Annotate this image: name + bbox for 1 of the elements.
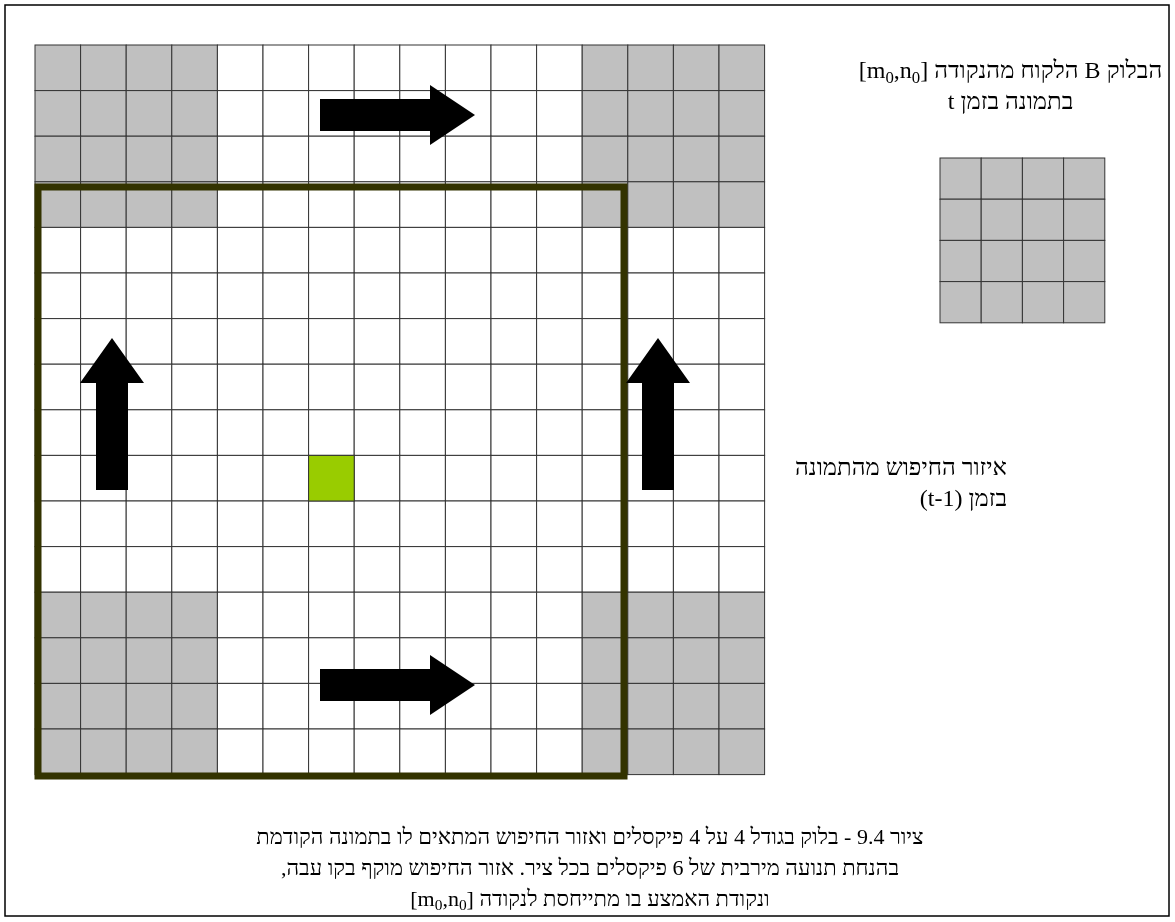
search-region-label: איזור החיפוש מהתמונה בזמן (t-1) [794,453,1007,514]
